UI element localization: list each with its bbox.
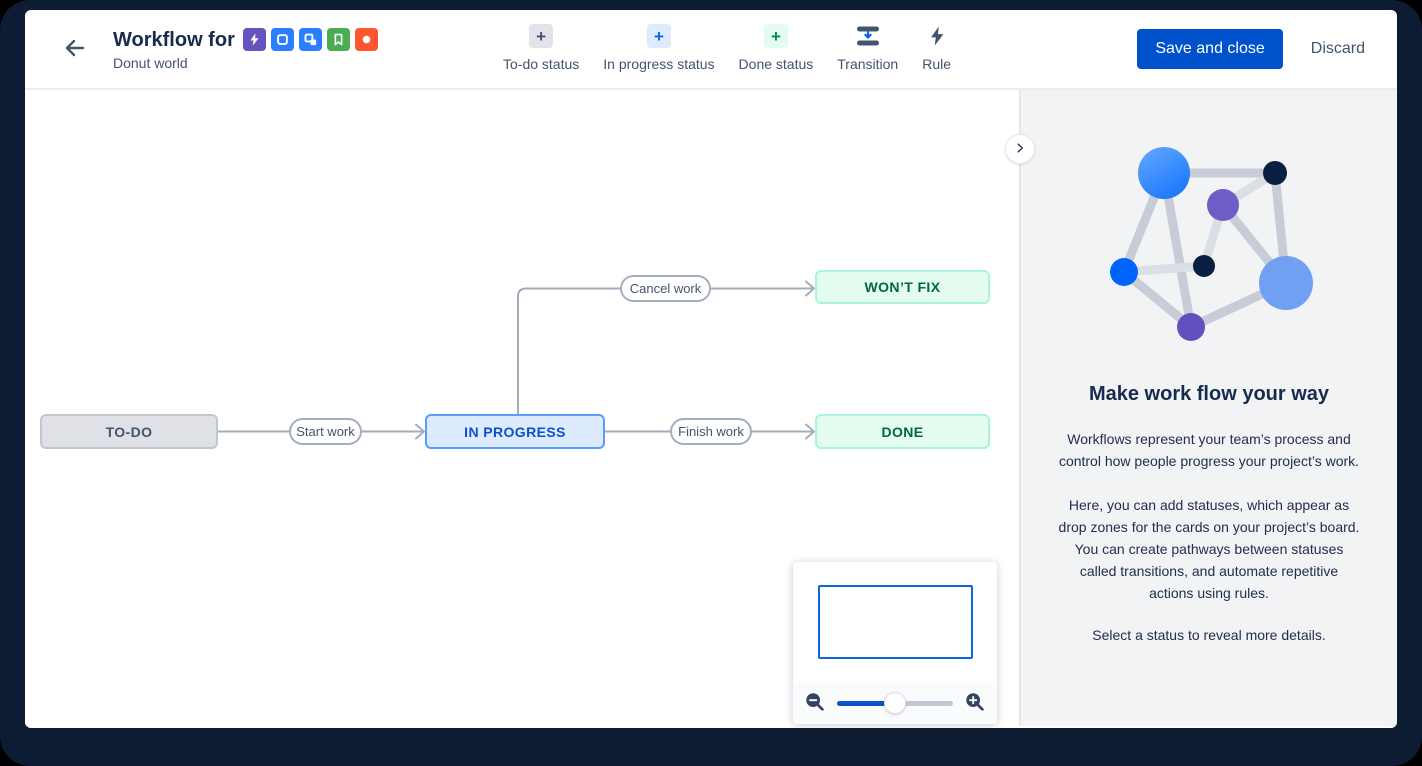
transition-label-cancel-work[interactable]: Cancel work	[620, 275, 711, 302]
status-node-todo[interactable]: TO-DO	[40, 414, 218, 449]
zoom-in-icon	[964, 691, 986, 716]
zoom-slider-fill	[837, 700, 895, 706]
zoom-out-icon	[804, 691, 826, 716]
back-button[interactable]	[61, 35, 89, 63]
back-arrow-icon	[63, 36, 87, 63]
project-name: Donut world	[113, 54, 188, 71]
discard-button[interactable]: Discard	[1310, 40, 1365, 57]
network-illustration	[1110, 147, 1313, 341]
avatar-subtask-icon	[298, 28, 322, 51]
add-rule-button[interactable]: Rule	[922, 24, 951, 72]
zoom-slider-track[interactable]	[837, 693, 953, 713]
workflow-canvas[interactable]: TO-DO IN PROGRESS DONE WON’T FIX Start w…	[25, 90, 1019, 726]
minimap-panel	[793, 562, 997, 724]
minimap-viewport[interactable]	[818, 585, 973, 659]
editor-body: TO-DO IN PROGRESS DONE WON’T FIX Start w…	[25, 90, 1397, 726]
lightning-icon	[925, 24, 949, 48]
transition-icon	[856, 24, 880, 48]
app-window: Workflow for	[25, 10, 1397, 728]
plus-icon: +	[763, 24, 788, 48]
transition-connectors	[217, 280, 815, 440]
title-block: Workflow for	[113, 28, 378, 71]
avatar-bolt-icon	[242, 28, 266, 51]
header-actions: Save and close Discard	[1137, 29, 1397, 69]
zoom-out-button[interactable]	[803, 691, 827, 715]
plus-icon: +	[646, 24, 671, 48]
transition-label-finish-work[interactable]: Finish work	[670, 418, 752, 445]
sidebar-paragraph: Here, you can add statuses, which appear…	[1058, 497, 1360, 601]
zoom-in-button[interactable]	[963, 691, 987, 715]
status-node-in-progress[interactable]: IN PROGRESS	[425, 414, 605, 449]
project-issue-type-avatars	[242, 28, 378, 51]
add-transition-button[interactable]: Transition	[837, 24, 898, 72]
save-and-close-button[interactable]: Save and close	[1137, 29, 1283, 69]
minimap-zoom-controls	[793, 682, 997, 724]
page-title: Workflow for	[113, 28, 235, 51]
collapse-sidebar-button[interactable]	[1005, 134, 1035, 164]
add-inprogress-status-button[interactable]: + In progress status	[603, 24, 715, 72]
chevron-right-icon	[1013, 141, 1027, 158]
header: Workflow for	[25, 10, 1397, 90]
status-node-done[interactable]: DONE	[815, 414, 990, 449]
status-node-wont-fix[interactable]: WON’T FIX	[815, 270, 990, 304]
avatar-bookmark-icon	[326, 28, 350, 51]
avatar-circle-icon	[354, 28, 378, 51]
add-todo-status-button[interactable]: + To-do status	[503, 24, 579, 72]
transition-label-start-work[interactable]: Start work	[289, 418, 362, 445]
info-sidebar: Make work flow your way Workflows repres…	[1005, 90, 1397, 726]
sidebar-paragraph: Workflows represent your team’s process …	[1058, 431, 1360, 469]
sidebar-paragraph: Select a status to reveal more details.	[1092, 627, 1326, 643]
add-done-status-button[interactable]: + Done status	[739, 24, 813, 72]
sidebar-heading: Make work flow your way	[1088, 383, 1330, 405]
editor-toolbar: + To-do status + In progress status + Do…	[503, 24, 951, 72]
plus-icon: +	[529, 24, 554, 48]
zoom-slider-thumb[interactable]	[885, 693, 905, 713]
avatar-square-icon	[270, 28, 294, 51]
